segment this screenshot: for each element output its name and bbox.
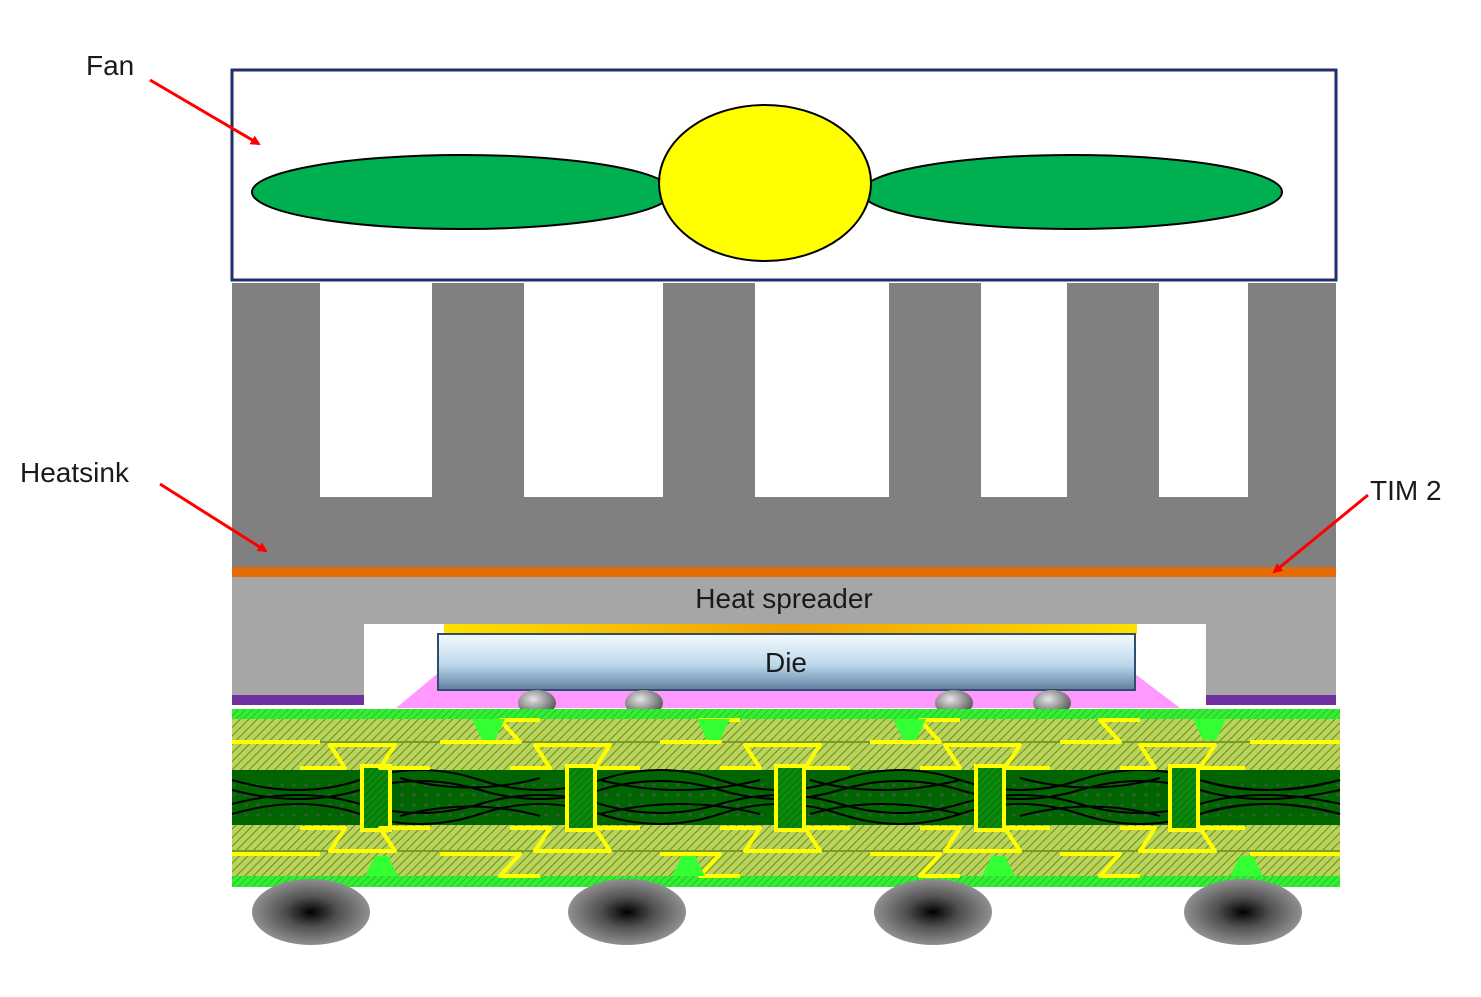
tim2-arrow bbox=[1272, 493, 1369, 574]
traces bbox=[232, 718, 1340, 878]
heatsink-label: Heatsink bbox=[20, 457, 130, 488]
die: Die bbox=[437, 633, 1136, 691]
fan-label: Fan bbox=[86, 50, 134, 81]
through-vias bbox=[360, 764, 1200, 832]
heat-spreader-label: Heat spreader bbox=[695, 583, 872, 614]
bga-ball bbox=[568, 879, 686, 945]
fan-hub bbox=[658, 104, 872, 262]
through-via bbox=[565, 764, 597, 832]
bga-ball bbox=[1184, 879, 1302, 945]
micro-via bbox=[697, 719, 730, 740]
micro-via bbox=[472, 719, 505, 740]
heatsink-arrow bbox=[159, 482, 268, 553]
micro-via bbox=[1193, 719, 1226, 740]
through-via bbox=[360, 764, 392, 832]
sealant-right bbox=[1206, 695, 1336, 705]
fan-arrow bbox=[149, 78, 261, 146]
fan-blade-right bbox=[861, 154, 1283, 230]
micro-vias bbox=[365, 719, 1263, 876]
heatsink-gap bbox=[981, 283, 1067, 497]
die-label: Die bbox=[765, 647, 807, 678]
micro-via bbox=[672, 856, 705, 876]
substrate-bottom-layer bbox=[232, 876, 1340, 887]
micro-via bbox=[365, 856, 398, 876]
heatsink-gap bbox=[755, 283, 889, 497]
fan-blade-left bbox=[251, 154, 673, 230]
substrate-top-layer bbox=[232, 709, 1340, 719]
bga-ball bbox=[252, 879, 370, 945]
bga-balls bbox=[252, 879, 1302, 945]
die-body bbox=[437, 633, 1136, 691]
micro-via bbox=[982, 856, 1015, 876]
micro-via bbox=[1230, 856, 1263, 876]
heatsink-gap bbox=[524, 283, 663, 497]
callouts: Fan Heatsink TIM 2 bbox=[20, 50, 1442, 574]
bga-ball bbox=[874, 879, 992, 945]
fan bbox=[230, 68, 1338, 282]
tim2-layer bbox=[232, 567, 1336, 577]
sealant-left bbox=[232, 695, 364, 705]
heatsink-gap bbox=[1159, 283, 1248, 497]
through-via bbox=[1168, 764, 1200, 832]
through-via bbox=[774, 764, 806, 832]
heatsink-gap bbox=[320, 283, 432, 497]
micro-via bbox=[893, 719, 926, 740]
substrate bbox=[231, 709, 1341, 887]
tim1-layer bbox=[444, 624, 1137, 634]
tim2-label: TIM 2 bbox=[1370, 475, 1442, 506]
through-via bbox=[974, 764, 1006, 832]
heat-spreader-body bbox=[232, 577, 1336, 695]
heat-spreader: Heat spreader bbox=[232, 577, 1336, 705]
heatsink bbox=[232, 283, 1336, 568]
